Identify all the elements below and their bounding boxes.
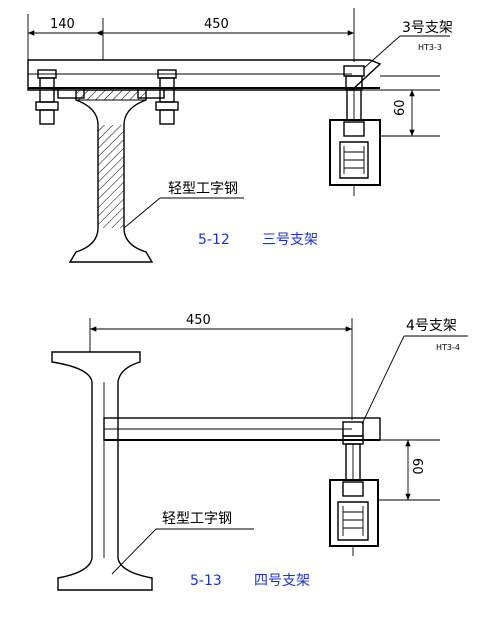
beam-label-text-fig1: 轻型工字钢 [168,181,238,197]
bolt-right-fig1 [137,69,179,125]
dimension-60-fig1: 60 [380,90,440,137]
bracket-arm-fig2 [103,417,440,441]
figure-5-12: 140 450 [27,8,453,263]
beam-label-fig1: 轻型工字钢 [123,181,244,229]
caption-title-fig2: 四号支架 [254,573,310,589]
collector-fig1 [329,119,381,196]
dimension-top-group: 140 450 [27,8,355,88]
bracket-4-label: 4号支架 [406,318,457,334]
bracket-label-fig1: 3号支架 HT3-3 [363,20,453,69]
bolt-left-fig1 [35,69,85,125]
dim-60-label-fig2: 60 [409,458,424,475]
bracket-4-code: HT3-4 [436,343,460,352]
dimension-60-fig2: 60 [378,440,440,501]
bracket-label-fig2: 4号支架 HT3-4 [361,318,468,425]
i-beam-fig2 [51,351,153,591]
caption-number-fig1: 5-12 [198,232,230,248]
beam-label-fig2: 轻型工字钢 [111,511,254,575]
bracket-plate-top [27,59,440,91]
caption-fig1: 5-12 三号支架 [198,232,318,248]
bracket-3-label: 3号支架 [402,20,453,36]
caption-title-fig1: 三号支架 [262,232,318,248]
dimension-top-group-fig2: 450 [89,313,353,420]
dim-60-label-fig1: 60 [393,99,408,116]
figure-5-13: 450 [51,313,468,591]
caption-fig2: 5-13 四号支架 [190,573,310,589]
dim-140-label: 140 [50,17,75,32]
collector-fig2 [329,479,379,556]
beam-label-text-fig2: 轻型工字钢 [162,511,232,527]
i-beam-fig1 [68,89,154,263]
hanger-bolt-fig2 [342,421,364,481]
caption-number-fig2: 5-13 [190,573,222,589]
bracket-3-code: HT3-3 [418,43,442,52]
dim-450-label: 450 [204,17,229,32]
dim-450-label-fig2: 450 [186,313,211,328]
